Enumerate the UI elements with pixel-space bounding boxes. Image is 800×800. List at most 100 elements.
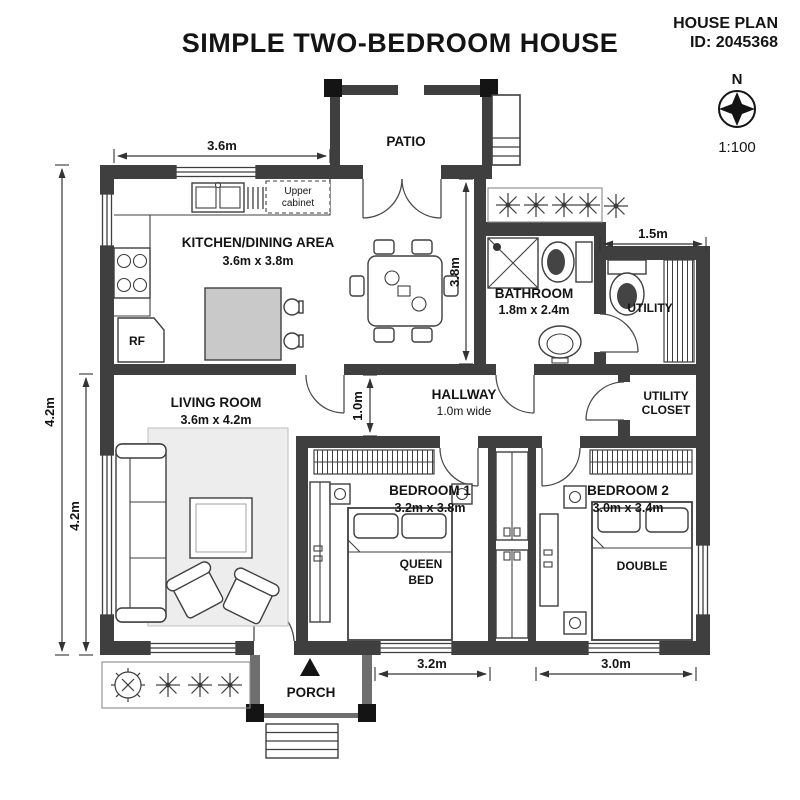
dim-bedroom1-width: 3.2m [374,656,491,681]
wall-top-bathroom [474,222,606,236]
patio: PATIO [324,79,521,219]
plan-label: HOUSE PLAN [673,15,778,32]
patio-pillar-left [324,79,342,97]
wall-hall-top-west [344,364,496,375]
queen-bed: QUEEN BED [347,507,453,641]
utility-door [599,313,639,353]
bathroom-dims: 1.8m x 2.4m [499,303,570,317]
wall-top-patio-left [344,165,363,179]
living-room-dims: 3.6m x 4.2m [181,413,252,427]
north-label: N [732,71,743,88]
upper-cabinet: Upper cabinet [265,180,331,214]
porch-label: PORCH [287,685,336,700]
doors [253,313,639,655]
queen-bed-label-2: BED [408,573,434,587]
double-bed: DOUBLE [591,501,693,641]
compass-needle-icon [719,92,755,126]
patio-wall-left [330,85,340,179]
porch: PORCH [246,655,376,759]
living-room-label: LIVING ROOM [171,395,262,410]
bedroom1-dims: 3.2m x 3.8m [395,501,466,515]
dining-set [349,239,459,343]
bedroom1-nightstand-right [451,483,473,505]
refrigerator-label: RF [129,334,145,348]
dim-total-height: 4.2m [42,164,69,656]
sofa [115,443,167,623]
bathroom: BATHROOM 1.8m x 2.4m [487,237,593,364]
wall-bath-utility-upper [594,236,606,314]
patio-label: PATIO [386,134,425,149]
refrigerator: RF [117,317,165,363]
bathroom-door [495,374,535,414]
wall-utility-closet-upper [618,375,630,382]
dimension-lines: 3.6m 1.5m 4.2m 4.2m 3.8m 1.0m [42,138,707,681]
closet-lower [495,549,529,639]
upper-cabinet-label-2: cabinet [282,198,314,209]
wall-dining-bath [474,179,486,375]
bathroom-label: BATHROOM [495,286,574,301]
closet-upper [495,451,529,541]
dim-utility-width: 1.5m [599,226,707,251]
window-living-bottom [149,641,237,655]
landscaping-top [487,187,629,223]
hallway-width-label: 1.0m wide [437,404,492,418]
utility-closet-door [585,381,625,421]
svg-text:3.8m: 3.8m [447,257,462,287]
utility-fixture [607,259,647,316]
wall-closet-strip-right [528,448,536,641]
utility-shelving [663,259,695,363]
wall-hall-bottom-mid [478,436,542,448]
patio-pillar-right [480,79,498,97]
bedroom2-door [541,447,581,487]
window-bedroom2-right [696,544,710,616]
porch-wall-right [362,655,372,715]
wall-kitchen-living [114,364,296,375]
window-bedroom2-bottom [587,641,661,655]
utility-closet-label-1: UTILITY [643,389,688,403]
landscaping-bottom [101,661,251,709]
coffee-table [189,497,253,559]
bedroom1-door [439,447,479,487]
stove [113,247,151,299]
dim-kitchen-depth: 3.8m [447,178,473,365]
shower [487,237,539,289]
wall-hall-bottom-east [580,436,710,448]
window-living-left [100,454,114,616]
armchair-2 [222,567,280,625]
window-kitchen-left [100,193,114,247]
patio-french-doors [362,178,442,219]
bedroom1-closet [309,481,331,623]
kitchen-dims: 3.6m x 3.8m [223,254,294,268]
window-kitchen-top [175,165,257,179]
utility-closet: UTILITY CLOSET [642,389,691,417]
toilet [541,241,593,283]
wall-living-bedroom1 [296,448,308,641]
wall-top-utility [594,246,710,260]
wall-top-patio-right [441,165,486,179]
living-hall-door [305,374,345,414]
porch-wall-left [250,655,260,715]
kitchen-dining: Upper cabinet RF KITCHEN/DINING AREA 3.6… [113,179,459,363]
utility-closet-label-2: CLOSET [642,403,691,417]
entry-arrow-icon [300,658,320,676]
svg-text:3.6m: 3.6m [207,138,237,153]
bedroom2: DOUBLE BEDROOM 2 3.0m x 3.4m [539,449,693,641]
bedroom2-wardrobe [589,449,693,475]
kitchen-label: KITCHEN/DINING AREA [182,235,335,250]
wall-hall-top-east [534,364,710,375]
double-bed-label: DOUBLE [617,559,668,573]
dim-kitchen-width: 3.6m [113,138,331,163]
washbasin [538,325,582,364]
bedroom1-wardrobe [313,449,435,475]
svg-text:4.2m: 4.2m [42,397,57,427]
bedroom2-nightstand-bottom [563,611,587,635]
utility-label: UTILITY [627,301,672,315]
hallway-label: HALLWAY [432,387,497,402]
page-title: SIMPLE TWO-BEDROOM HOUSE [182,28,619,58]
bedroom2-nightstand-top [563,485,587,509]
armchair-1 [166,561,224,619]
patio-wall-right [482,85,492,179]
patio-wall-top-left [342,85,398,95]
wall-closet-strip-left [488,448,496,641]
